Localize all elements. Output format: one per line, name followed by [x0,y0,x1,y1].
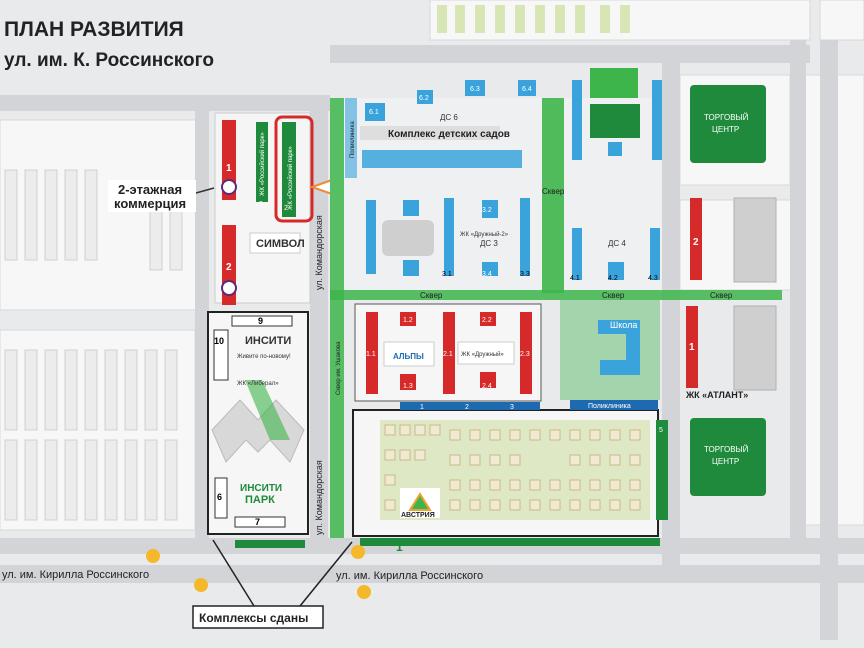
mall-2 [690,418,766,496]
druzhny2-label: ЖК «Дружный-2» [460,231,509,238]
c-logo-icon [221,179,237,195]
building-1-label: 1 [226,163,232,174]
mall-1 [690,85,766,163]
plan-subtitle: ул. им. К. Россинского [4,50,214,71]
ds3-label: ДС 3 [480,239,498,248]
rossinskogo-label-1: ул. им. Кирилла Россинского [2,569,149,581]
building-7-label: 7 [255,517,260,527]
mall-2-label-a: ТОРГОВЫЙ [704,445,749,454]
commerce-label-1: 2-этажная [118,182,182,197]
druzhny-2-buildings [366,198,530,276]
komandorskaya-label-1: ул. Командорская [314,215,324,290]
kindergarten-complex: 6.1 6.2 6.3 6.4 ДС 6 Комплекс детских са… [360,80,536,168]
square-vertical-label: Сквер [542,187,565,196]
roads [0,40,864,640]
bldg-3-2-label: 3.2 [482,207,492,214]
mall-1-label-a: ТОРГОВЫЙ [704,113,749,122]
building-6-label: 6 [217,492,222,502]
atlant-1-label: 1 [689,342,695,353]
metro-stop-icon [146,545,371,599]
row-1-label: 1 [420,404,424,411]
square-mid-label: Сквер [602,291,625,300]
rossinskogo-label-2: ул. им. Кирилла Россинского [336,570,483,582]
bldg-6-2-label: 6.2 [419,95,429,102]
bldg-1-1-label: 1.1 [366,351,376,358]
ds4-buildings [572,80,662,280]
bldg-3-4-label: 3.4 [482,271,492,278]
ds6-label: ДС 6 [440,113,458,122]
bldg-4-1-label: 4.1 [570,275,580,282]
polyclinic-top-label: Поликлиника [350,121,356,158]
bldg-6-4-label: 6.4 [522,86,532,93]
bldg-4-2-label: 4.2 [608,275,618,282]
austria-logo: АВСТРИЯ [401,512,435,519]
building-3-label: 3 [259,201,263,208]
insiti-tagline: Живите по-новому! [237,354,291,360]
bldg-3-1-label: 3.1 [442,271,452,278]
bldg-2-1-label: 2.1 [443,351,453,358]
cottage-1-label: 1 [396,540,403,554]
arrow-icon [299,541,353,607]
bldg-6-3-label: 6.3 [470,86,480,93]
mall-1-label-b: ЦЕНТР [712,125,739,134]
alpy-druzhny-buildings [366,312,532,394]
bldg-4-3-label: 4.3 [648,275,658,282]
ds4-label: ДС 4 [608,239,626,248]
row-3-label: 3 [510,404,514,411]
c-logo-icon [221,280,237,296]
liberal-label: ЖК «Либерал» [237,381,279,387]
highlight-frame [274,115,314,223]
atlant-label: ЖК «АТЛАНТ» [685,390,748,400]
polyclinic-bottom-label: Поликлиника [588,403,631,410]
square-main-label: Сквер [420,291,443,300]
square-main [330,290,782,300]
bldg-2-4-label: 2.4 [482,383,492,390]
insiti-block: 9 10 ИНСИТИ Живите по-новому! ЖК «Либера… [211,315,305,528]
row-2-label: 2 [465,404,469,411]
ross-park-label-1: ЖК «Российский парк» [259,132,266,196]
druzhny-label: ЖК «Дружный» [461,351,504,358]
austria-cottages [380,420,650,520]
building-2-label: 2 [226,262,232,273]
building-2-small-label: 2 [284,205,288,212]
mall-2-label-b: ЦЕНТР [712,457,739,466]
arrow-icon [212,539,255,607]
ross-park-label-2: ЖК «Российский парк» [287,146,294,210]
commerce-label-2: коммерция [114,196,186,211]
atlant-2-label: 2 [693,237,699,248]
bldg-1-3-label: 1.3 [403,383,413,390]
cottage-5-label: 5 [659,427,663,434]
arrow-icon [195,187,215,194]
simvol-logo: СИМВОЛ [256,238,305,250]
parking [733,197,777,391]
austria-logo-icon [408,492,432,511]
komandorskaya-label-2: ул. Командорская [314,460,324,535]
bldg-2-2-label: 2.2 [482,317,492,324]
plan-title: ПЛАН РАЗВИТИЯ [4,18,184,41]
building-10-label: 10 [214,336,224,346]
square-ushakov-label: Сквер им. Ушакова [336,341,342,395]
school-building [598,320,640,375]
insiti-park-logo-2: ПАРК [245,494,275,506]
bldg-2-3-label: 2.3 [520,351,530,358]
insiti-park-logo-1: ИНСИТИ [240,483,282,494]
insiti-logo: ИНСИТИ [245,335,291,347]
building-9-label: 9 [258,316,263,326]
square-right-label: Сквер [710,291,733,300]
square-vertical [542,98,564,293]
bldg-6-1-label: 6.1 [369,109,379,116]
school-label: Школа [610,320,637,330]
kindergarten-label: Комплекс детских садов [388,129,510,140]
bldg-1-2-label: 1.2 [403,317,413,324]
completed-label: Комплексы сданы [199,611,308,625]
alpy-logo: АЛЬПЫ [393,352,424,361]
bldg-3-3-label: 3.3 [520,271,530,278]
